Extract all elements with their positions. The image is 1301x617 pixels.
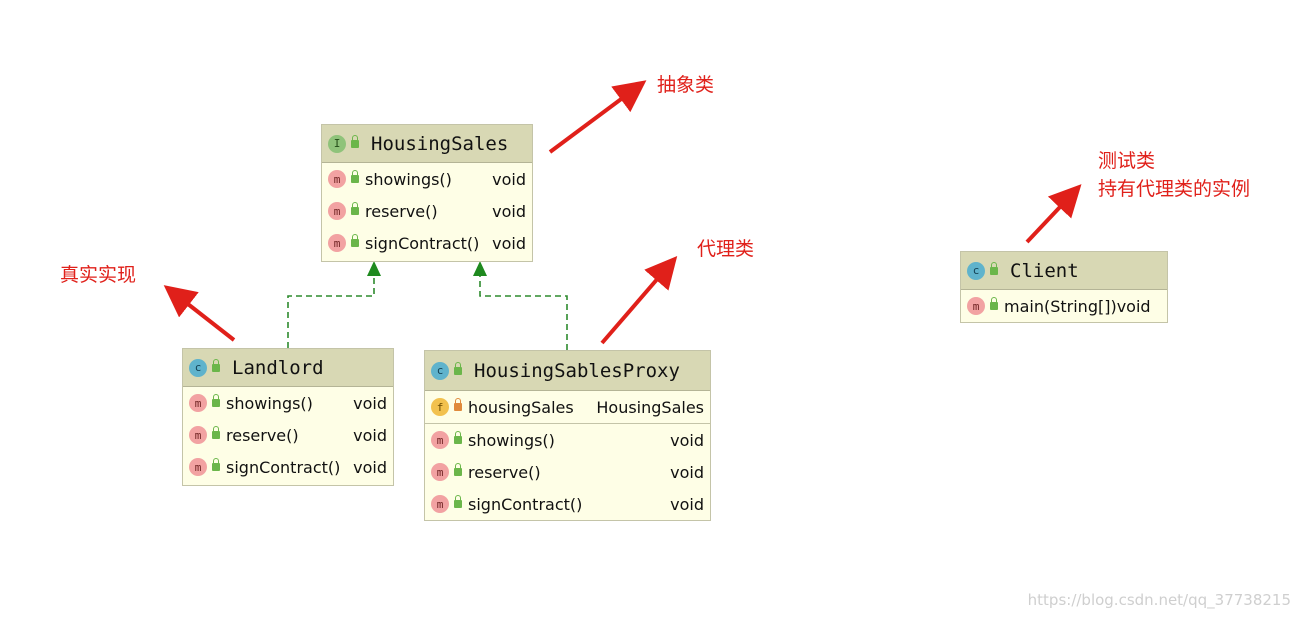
public-lock-icon bbox=[351, 202, 359, 215]
class-name: Client bbox=[1010, 259, 1079, 282]
public-lock-icon bbox=[454, 431, 462, 444]
method-return-type: void bbox=[492, 233, 526, 253]
method-icon: m bbox=[189, 458, 207, 476]
public-lock-icon bbox=[454, 495, 462, 508]
class-header: c Landlord bbox=[183, 349, 393, 387]
method-name: signContract() bbox=[226, 457, 341, 477]
method-return-type: void bbox=[353, 393, 387, 413]
field-row[interactable]: f housingSales HousingSales bbox=[425, 391, 710, 423]
class-name: HousingSablesProxy bbox=[474, 359, 680, 382]
method-signature: main(String[]) bbox=[1004, 296, 1117, 316]
method-return-type: void bbox=[670, 494, 704, 514]
public-lock-icon bbox=[990, 261, 998, 275]
public-lock-icon bbox=[454, 361, 462, 375]
method-icon: m bbox=[431, 431, 449, 449]
method-row[interactable]: m showings() void bbox=[425, 423, 710, 456]
arrow-test bbox=[1025, 184, 1082, 244]
public-lock-icon bbox=[212, 426, 220, 439]
method-name: reserve() bbox=[226, 425, 299, 445]
field-name: housingSales bbox=[468, 397, 574, 417]
private-lock-icon bbox=[454, 398, 462, 411]
method-icon: m bbox=[431, 495, 449, 513]
annotation-abstract: 抽象类 bbox=[657, 74, 715, 96]
class-name: HousingSales bbox=[371, 132, 509, 155]
annotation-test-line2: 持有代理类的实例 bbox=[1098, 178, 1251, 200]
method-icon: m bbox=[328, 234, 346, 252]
annotation-test-line1: 测试类 bbox=[1098, 150, 1156, 172]
method-name: showings() bbox=[365, 169, 452, 189]
class-header: c HousingSablesProxy bbox=[425, 351, 710, 391]
arrow-real bbox=[163, 285, 236, 342]
method-row[interactable]: m signContract() void bbox=[183, 451, 393, 483]
method-row[interactable]: m reserve() void bbox=[322, 195, 532, 227]
method-name: showings() bbox=[468, 430, 555, 450]
class-name: Landlord bbox=[232, 356, 324, 379]
realization-line-proxy bbox=[479, 272, 568, 350]
public-lock-icon bbox=[351, 134, 359, 148]
method-return-type: void bbox=[353, 425, 387, 445]
class-housingsablesproxy[interactable]: c HousingSablesProxy f housingSales Hous… bbox=[424, 350, 711, 521]
watermark: https://blog.csdn.net/qq_37738215 bbox=[1027, 591, 1291, 609]
class-icon: c bbox=[431, 361, 449, 380]
method-return-type: void bbox=[670, 430, 704, 450]
method-row[interactable]: m signContract() void bbox=[322, 227, 532, 259]
method-icon: m bbox=[328, 202, 346, 220]
class-icon: c bbox=[189, 358, 207, 377]
annotation-proxy: 代理类 bbox=[697, 238, 755, 260]
method-name: signContract() bbox=[365, 233, 480, 253]
public-lock-icon bbox=[351, 234, 359, 247]
method-row[interactable]: m signContract() void bbox=[425, 488, 710, 520]
class-header: I HousingSales bbox=[322, 125, 532, 163]
public-lock-icon bbox=[212, 394, 220, 407]
field-type: HousingSales bbox=[596, 397, 704, 417]
method-icon: m bbox=[431, 463, 449, 481]
method-name: reserve() bbox=[468, 462, 541, 482]
method-return-type: void bbox=[670, 462, 704, 482]
public-lock-icon bbox=[454, 463, 462, 476]
class-client[interactable]: c Client m main(String[])void bbox=[960, 251, 1168, 323]
method-return-type: void bbox=[353, 457, 387, 477]
method-row[interactable]: m main(String[])void bbox=[961, 290, 1167, 322]
class-landlord[interactable]: c Landlord m showings() void m reserve()… bbox=[182, 348, 394, 486]
arrow-proxy bbox=[600, 255, 678, 345]
method-name: reserve() bbox=[365, 201, 438, 221]
method-name: showings() bbox=[226, 393, 313, 413]
arrow-abstract bbox=[548, 80, 647, 154]
public-lock-icon bbox=[212, 358, 220, 372]
method-row[interactable]: m showings() void bbox=[183, 387, 393, 419]
public-lock-icon bbox=[212, 458, 220, 471]
public-lock-icon bbox=[351, 170, 359, 183]
method-icon: m bbox=[967, 297, 985, 315]
class-icon: c bbox=[967, 261, 985, 280]
method-return-type: void bbox=[492, 169, 526, 189]
method-icon: m bbox=[189, 426, 207, 444]
method-row[interactable]: m showings() void bbox=[322, 163, 532, 195]
method-icon: m bbox=[328, 170, 346, 188]
field-icon: f bbox=[431, 398, 449, 416]
realization-arrowhead-landlord bbox=[367, 261, 381, 276]
method-name: main(String[])void bbox=[1004, 297, 1167, 316]
public-lock-icon bbox=[990, 297, 998, 310]
class-housingsales[interactable]: I HousingSales m showings() void m reser… bbox=[321, 124, 533, 262]
class-header: c Client bbox=[961, 252, 1167, 290]
annotation-real: 真实实现 bbox=[60, 264, 137, 286]
method-return-type: void bbox=[1116, 296, 1151, 316]
interface-icon: I bbox=[328, 134, 346, 153]
method-row[interactable]: m reserve() void bbox=[425, 456, 710, 488]
realization-arrowhead-proxy bbox=[473, 261, 487, 276]
realization-line-landlord bbox=[287, 272, 375, 348]
method-name: signContract() bbox=[468, 494, 583, 514]
method-icon: m bbox=[189, 394, 207, 412]
method-return-type: void bbox=[492, 201, 526, 221]
method-row[interactable]: m reserve() void bbox=[183, 419, 393, 451]
